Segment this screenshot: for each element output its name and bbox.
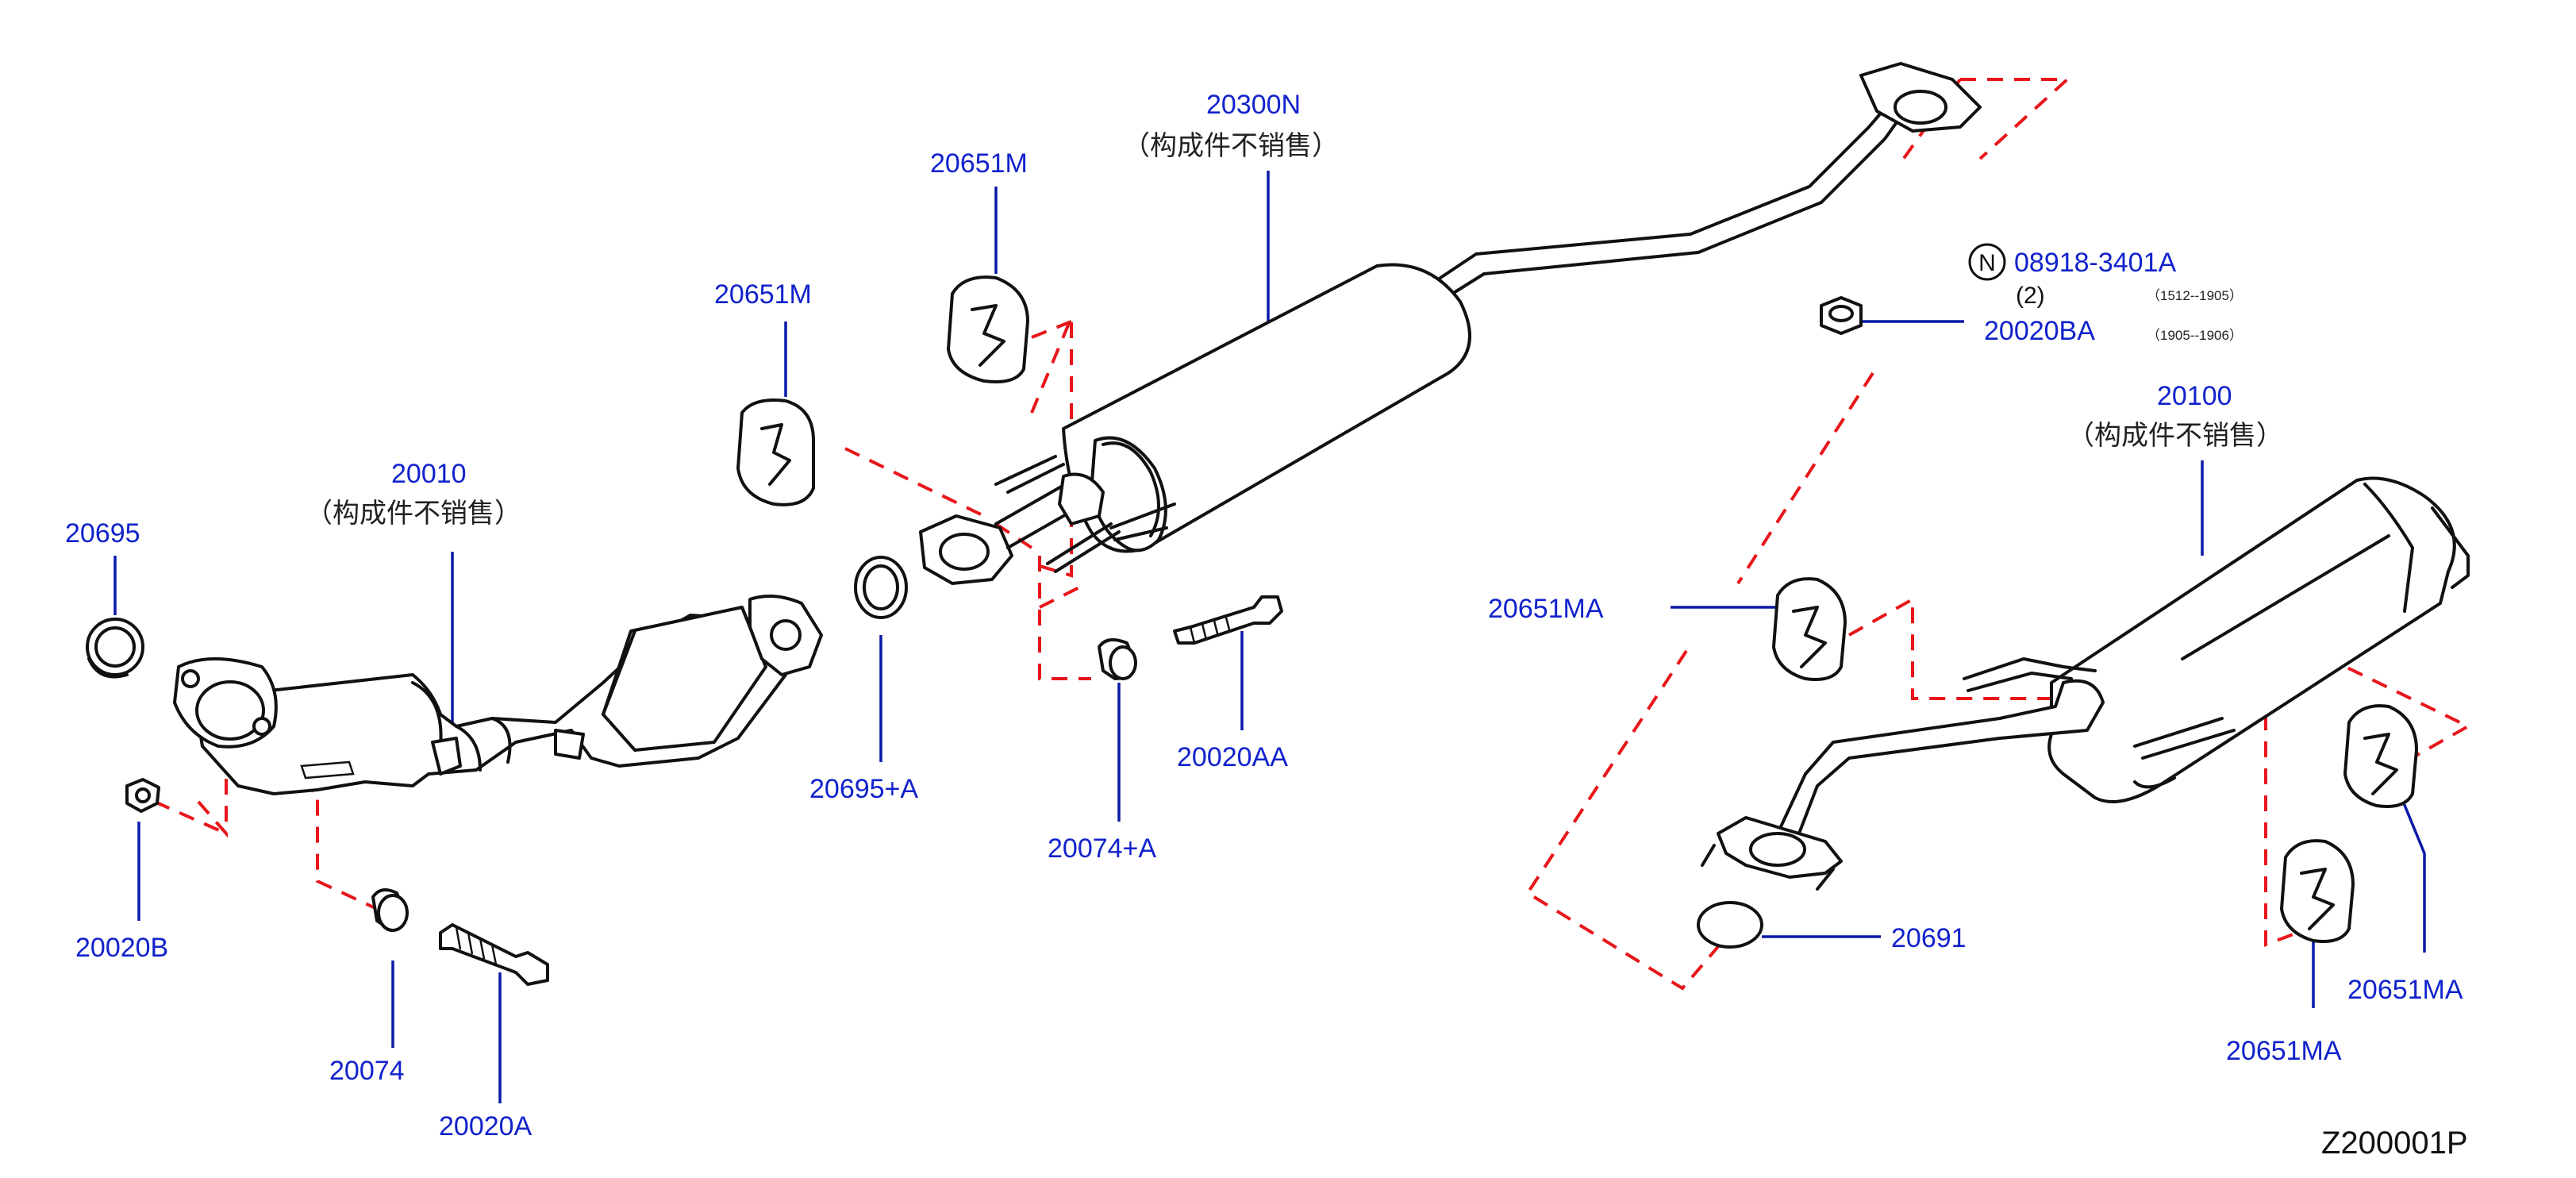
label-20691[interactable]: 20691: [1891, 923, 1967, 953]
front-pipe-catalyst-20010[interactable]: [173, 595, 823, 795]
bolt-20020AA[interactable]: [1173, 595, 1283, 645]
range-20020BA: （1905--1906）: [2147, 328, 2243, 343]
n-badge-icon: [1968, 243, 2006, 281]
gasket-20691[interactable]: [1697, 901, 1763, 949]
label-20020A[interactable]: 20020A: [439, 1111, 533, 1141]
note-20010: （构成件不销售）: [306, 498, 521, 529]
stud-20074A[interactable]: [1098, 638, 1137, 680]
part-labels: 20695 20010 （构成件不销售） 20020B 20074 20020A…: [65, 90, 2463, 1141]
note-20100: （构成件不销售）: [2067, 420, 2283, 452]
label-20010[interactable]: 20010: [391, 459, 467, 489]
stud-20074[interactable]: [371, 888, 409, 932]
center-muffler-20300N[interactable]: [919, 62, 1982, 585]
hanger-20651MA-bottom[interactable]: [2280, 839, 2355, 943]
leader-lines: [113, 171, 2426, 1103]
n-badge-letter: N: [1978, 250, 1996, 276]
label-20695[interactable]: 20695: [65, 518, 140, 549]
range-08918: （1512--1905）: [2147, 288, 2243, 303]
hanger-20651MA-right[interactable]: [2343, 704, 2418, 808]
gasket-20695A[interactable]: [854, 556, 908, 619]
rear-muffler-20100[interactable]: [1701, 476, 2470, 891]
note-20300N: （构成件不销售）: [1123, 130, 1339, 162]
hanger-20651M-right[interactable]: [947, 275, 1029, 383]
label-20020BA[interactable]: 20020BA: [1984, 316, 2095, 346]
label-20651MA-right[interactable]: 20651MA: [2347, 975, 2463, 1005]
label-20651MA-left[interactable]: 20651MA: [1488, 594, 1604, 624]
label-20300N[interactable]: 20300N: [1206, 90, 1301, 120]
bolt-20020A[interactable]: [439, 923, 549, 986]
assembly-dashed-lines: [154, 78, 2472, 991]
label-20651M-left[interactable]: 20651M: [714, 279, 812, 310]
label-20651M-right[interactable]: 20651M: [930, 148, 1028, 179]
qty-08918: (2): [2016, 283, 2045, 309]
nut-08918-3401A[interactable]: [1820, 296, 1863, 335]
label-20074[interactable]: 20074: [329, 1056, 405, 1086]
nut-20020B[interactable]: [125, 778, 160, 813]
diagram-code: Z200001P: [2321, 1126, 2468, 1161]
label-20695A[interactable]: 20695+A: [809, 774, 918, 804]
label-20100[interactable]: 20100: [2157, 381, 2232, 411]
hanger-20651M-left[interactable]: [736, 398, 815, 506]
label-20020AA[interactable]: 20020AA: [1177, 742, 1288, 772]
label-20020B[interactable]: 20020B: [75, 933, 168, 963]
label-20651MA-bottom[interactable]: 20651MA: [2226, 1036, 2342, 1066]
label-08918-3401A[interactable]: 08918-3401A: [2014, 248, 2177, 278]
gasket-20695[interactable]: [86, 618, 144, 679]
hanger-20651MA-top[interactable]: [1772, 577, 1847, 681]
label-20074A[interactable]: 20074+A: [1048, 833, 1156, 864]
label-08918-group: N 08918-3401A (2) （1512--1905） （1905--19…: [1968, 243, 2243, 343]
